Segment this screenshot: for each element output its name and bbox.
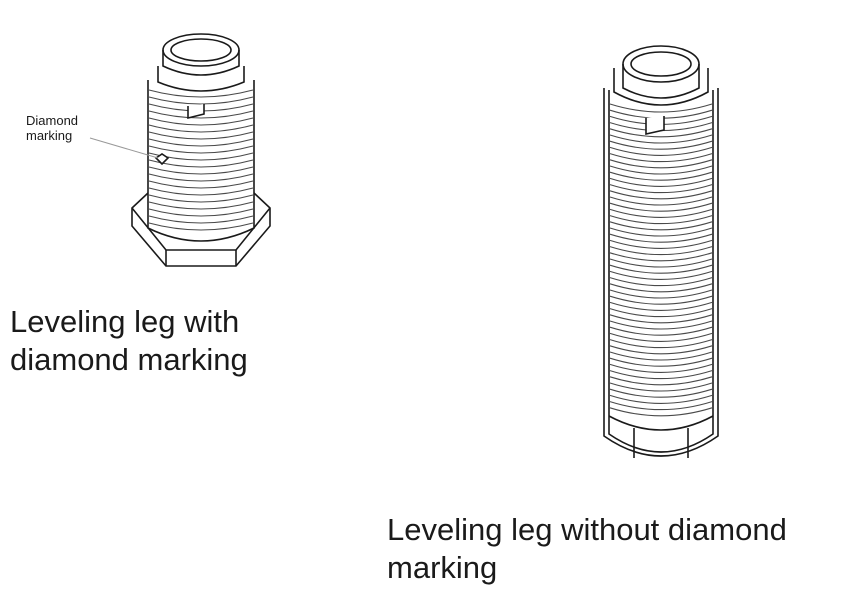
thread-line — [609, 332, 713, 342]
thread-line — [148, 180, 254, 189]
thread-line — [148, 201, 254, 210]
thread-line — [148, 96, 254, 105]
thread-line — [148, 131, 254, 140]
thread-line — [609, 258, 713, 268]
thread-line — [148, 166, 254, 175]
thread-line — [609, 134, 713, 144]
thread-line — [609, 277, 713, 287]
thread-line — [148, 89, 254, 98]
thread-line — [609, 270, 713, 280]
thread-line — [609, 246, 713, 256]
thread-line — [609, 407, 713, 417]
caption-leg-without-diamond: Leveling leg without diamond marking — [387, 512, 787, 585]
leveling-leg-without-diamond-illustration — [603, 45, 719, 458]
leveling-leg-with-diamond-illustration — [131, 33, 271, 267]
thread-line — [609, 401, 713, 411]
thread-line — [609, 314, 713, 324]
thread-line — [609, 159, 713, 169]
thread-line — [609, 339, 713, 349]
thread-line — [609, 177, 713, 187]
thread-line — [609, 184, 713, 194]
thread-line — [609, 382, 713, 392]
thread-line — [148, 110, 254, 119]
thread-line — [609, 370, 713, 380]
thread-line — [609, 351, 713, 361]
thread-line — [609, 363, 713, 373]
caption-leg-with-diamond: Leveling leg with diamond marking — [10, 304, 248, 377]
thread-line — [609, 128, 713, 138]
thread-line — [148, 187, 254, 196]
thread-line — [609, 227, 713, 237]
thread-line — [609, 233, 713, 243]
thread-line — [609, 388, 713, 398]
thread-line — [609, 252, 713, 262]
thread-line — [148, 145, 254, 154]
thread-line — [609, 208, 713, 218]
thread-line — [148, 208, 254, 217]
diamond-marking — [154, 153, 170, 166]
thread-line — [609, 239, 713, 249]
thread-line — [609, 103, 713, 113]
thread-line — [609, 394, 713, 404]
thread-line — [609, 196, 713, 206]
thread-line — [609, 165, 713, 175]
thread-line — [609, 289, 713, 299]
diamond-marking-callout-label: Diamond marking — [26, 113, 79, 143]
thread-line — [609, 301, 713, 311]
thread-line — [609, 215, 713, 225]
thread-line — [609, 295, 713, 305]
thread-line — [609, 146, 713, 156]
thread-line — [609, 153, 713, 163]
thread-line — [609, 345, 713, 355]
thread-line — [148, 173, 254, 182]
thread-line — [609, 320, 713, 330]
thread-line — [609, 190, 713, 200]
thread-line — [609, 221, 713, 231]
thread-line — [609, 357, 713, 367]
thread-line — [148, 117, 254, 126]
thread-line — [609, 171, 713, 181]
thread-line — [148, 138, 254, 147]
thread-line — [609, 140, 713, 150]
thread-line — [609, 308, 713, 318]
thread-line — [609, 283, 713, 293]
thread-line — [609, 376, 713, 386]
thread-line — [609, 264, 713, 274]
thread-line — [148, 124, 254, 133]
thread-line — [148, 222, 254, 231]
thread-line — [148, 215, 254, 224]
thread-line — [609, 202, 713, 212]
thread-line — [148, 194, 254, 203]
thread-line — [609, 326, 713, 336]
